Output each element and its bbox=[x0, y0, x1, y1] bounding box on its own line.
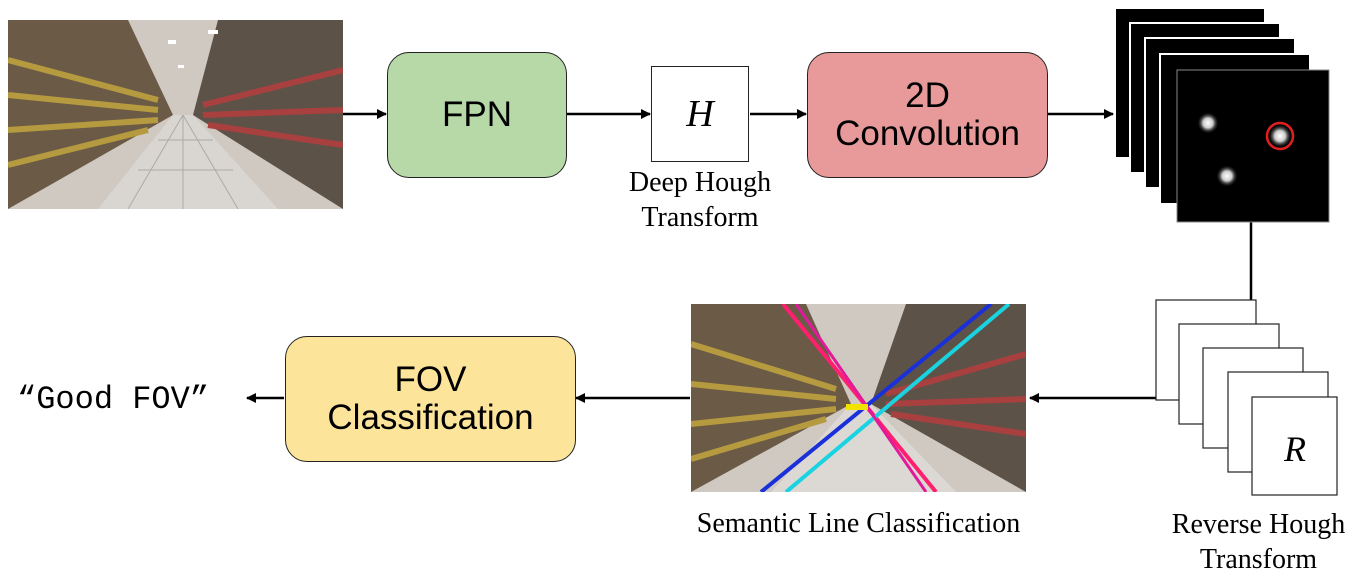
conv-label-line1: 2D bbox=[905, 75, 950, 115]
deep-hough-caption-line1: Deep Hough bbox=[628, 167, 772, 198]
hough-symbol: H bbox=[686, 93, 714, 135]
peak-1 bbox=[1197, 112, 1219, 134]
peak-3-highlight bbox=[1265, 121, 1295, 151]
conv-block: 2D Convolution bbox=[807, 52, 1048, 178]
semantic-line-caption: Semantic Line Classification bbox=[696, 508, 1021, 539]
semantic-line-cyan bbox=[784, 304, 1011, 492]
output-label: “Good FOV” bbox=[17, 381, 210, 418]
deep-hough-caption-line2: Transform bbox=[641, 202, 759, 233]
semantic-line-blue bbox=[759, 304, 993, 492]
fpn-block: FPN bbox=[387, 52, 567, 178]
fpn-label: FPN bbox=[442, 94, 512, 134]
input-image bbox=[8, 20, 343, 209]
fov-label-line2: Classification bbox=[327, 398, 534, 437]
reverse-hough-caption: Reverse Hough Transform bbox=[1150, 507, 1367, 577]
fov-block: FOV Classification bbox=[285, 336, 576, 462]
fov-label-line1: FOV bbox=[394, 359, 467, 399]
conv-label-line2: Convolution bbox=[835, 114, 1020, 153]
reverse-hough-stack bbox=[1155, 299, 1338, 496]
deep-hough-caption: Deep Hough Transform bbox=[590, 165, 810, 235]
deep-hough-box: H bbox=[651, 66, 749, 162]
reverse-hough-caption-line2: Transform bbox=[1199, 544, 1318, 575]
peak-2 bbox=[1216, 165, 1238, 187]
peak-3 bbox=[1268, 124, 1292, 148]
reverse-hough-symbol: R bbox=[1284, 429, 1306, 469]
semantic-line-image bbox=[691, 304, 1026, 492]
reverse-hough-caption-line1: Reverse Hough bbox=[1171, 509, 1346, 540]
feature-map-stack bbox=[1114, 7, 1330, 223]
semantic-line-magenta-2 bbox=[794, 304, 928, 492]
